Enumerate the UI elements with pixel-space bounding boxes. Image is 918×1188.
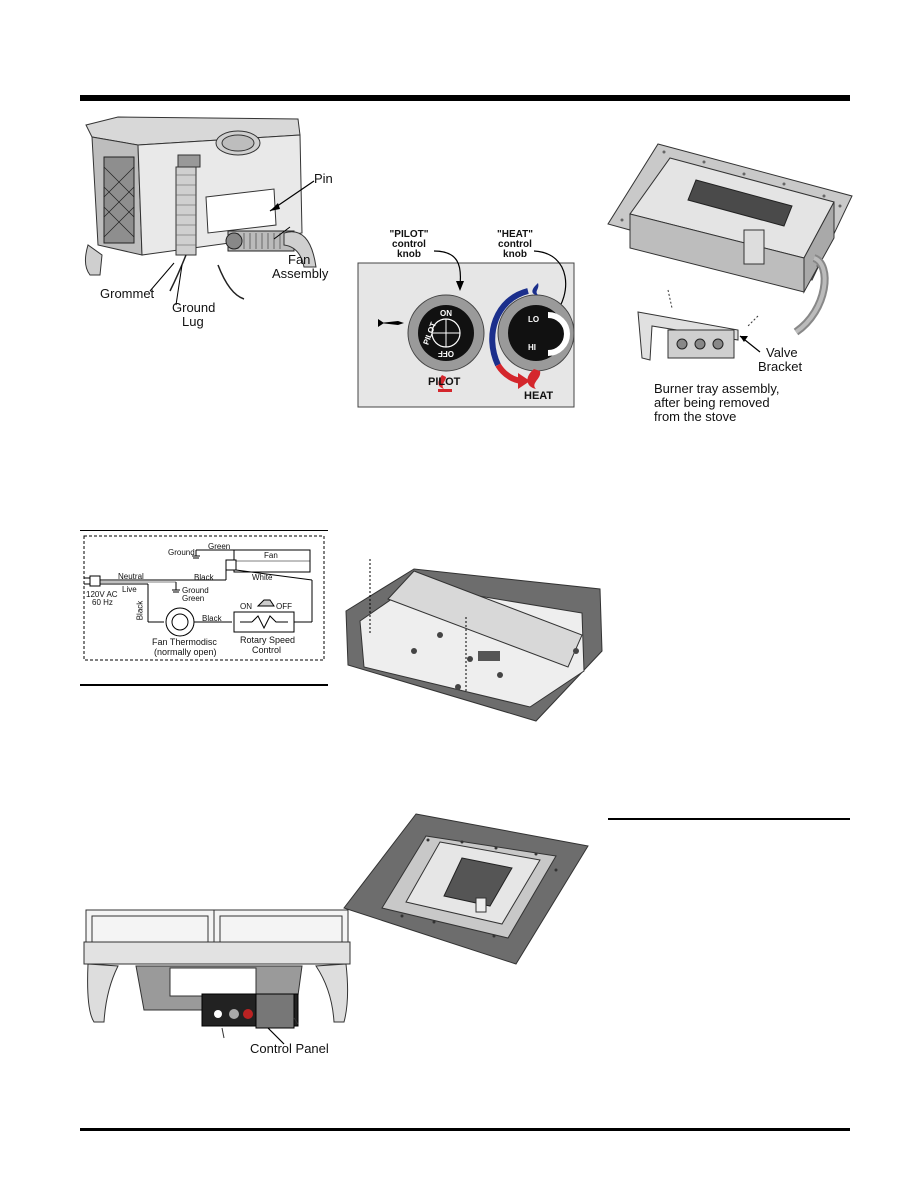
pilot-knob-on: ON — [440, 309, 452, 318]
heat-knob-hi: HI — [528, 343, 536, 352]
pilot-knob-title-line2: control — [392, 239, 426, 250]
wire-fan: Fan — [264, 551, 278, 560]
burner-caption-line3: from the stove — [654, 409, 737, 424]
fan-assembly-label-line1: Fan — [288, 252, 311, 267]
thermodisc-label-line1: Fan Thermodisc — [152, 637, 217, 647]
heat-knob-title-line3: knob — [503, 249, 527, 260]
switch-on: ON — [240, 602, 252, 611]
burner-tray-illustration — [607, 143, 853, 361]
knob-panel-illustration — [357, 250, 575, 408]
control-panel-illustration — [83, 909, 351, 1045]
wire-green-mid: Green — [182, 594, 205, 603]
burner-caption-line2: after being removed — [654, 395, 770, 410]
control-knobs-figure: "PILOT" control knob "HEAT" control knob… — [357, 225, 576, 410]
wiring-top-rule — [80, 530, 328, 531]
valve-bracket-line1: Valve — [766, 345, 798, 360]
wire-green-top: Green — [208, 542, 231, 551]
wire-black-vertical: Black — [135, 600, 145, 621]
wiring-diagram: Ground Green Fan Neutral Black White Liv… — [83, 535, 325, 661]
burner-pan-illustration — [345, 559, 603, 722]
wiring-bottom-rule — [80, 684, 328, 686]
fan-assembly-label-line2: Assembly — [272, 266, 329, 281]
wire-ground-mid: Ground — [182, 586, 209, 595]
control-panel-figure: Control Panel — [83, 909, 356, 1056]
heat-knob-title-line2: control — [498, 239, 532, 250]
ground-lug-label-line2: Lug — [182, 314, 204, 329]
switch-off: OFF — [276, 602, 292, 611]
valve-bracket-line2: Bracket — [758, 359, 803, 374]
control-panel-label: Control Panel — [250, 1041, 329, 1056]
pilot-label: PILOT — [428, 376, 461, 388]
fan-assembly-figure: Pin Fan Assembly Grommet Ground Lug — [78, 115, 338, 330]
burner-opening-figure — [343, 812, 589, 965]
ground-lug-label-line1: Ground — [172, 300, 216, 315]
footer-rule — [80, 1128, 850, 1131]
pilot-knob-title-line1: "PILOT" — [389, 229, 429, 240]
heat-label: HEAT — [524, 390, 554, 402]
burner-caption-line1: Burner tray assembly, — [654, 381, 780, 396]
wire-live: Live — [122, 585, 137, 594]
pin-label: Pin — [314, 171, 333, 186]
wire-white: White — [252, 573, 273, 582]
supply-voltage: 120V AC — [86, 590, 118, 599]
burner-opening-illustration — [343, 813, 589, 965]
rotary-label-line1: Rotary Speed — [240, 635, 296, 645]
wire-ground-top: Ground — [168, 548, 195, 557]
wire-neutral: Neutral — [118, 572, 144, 581]
stove-fan-illustration — [84, 116, 317, 306]
pilot-knob-off: OFF — [438, 349, 454, 358]
heat-knob-lo: LO — [528, 315, 540, 324]
wire-black-lower: Black — [202, 614, 222, 623]
grommet-label: Grommet — [100, 286, 155, 301]
wire-black-top: Black — [194, 573, 214, 582]
header-rule — [80, 95, 850, 101]
thermodisc-label-line2: (normally open) — [154, 647, 217, 657]
burner-pan-figure — [340, 555, 603, 725]
supply-frequency: 60 Hz — [92, 598, 113, 607]
rotary-label-line2: Control — [252, 645, 282, 655]
burner-tray-figure: Valve Bracket Burner tray assembly, afte… — [607, 140, 858, 425]
pilot-knob-title-line3: knob — [397, 249, 421, 260]
wiring-diagram-svg — [83, 535, 325, 661]
heat-knob-title-line1: "HEAT" — [497, 229, 533, 240]
right-column-rule — [608, 818, 850, 820]
